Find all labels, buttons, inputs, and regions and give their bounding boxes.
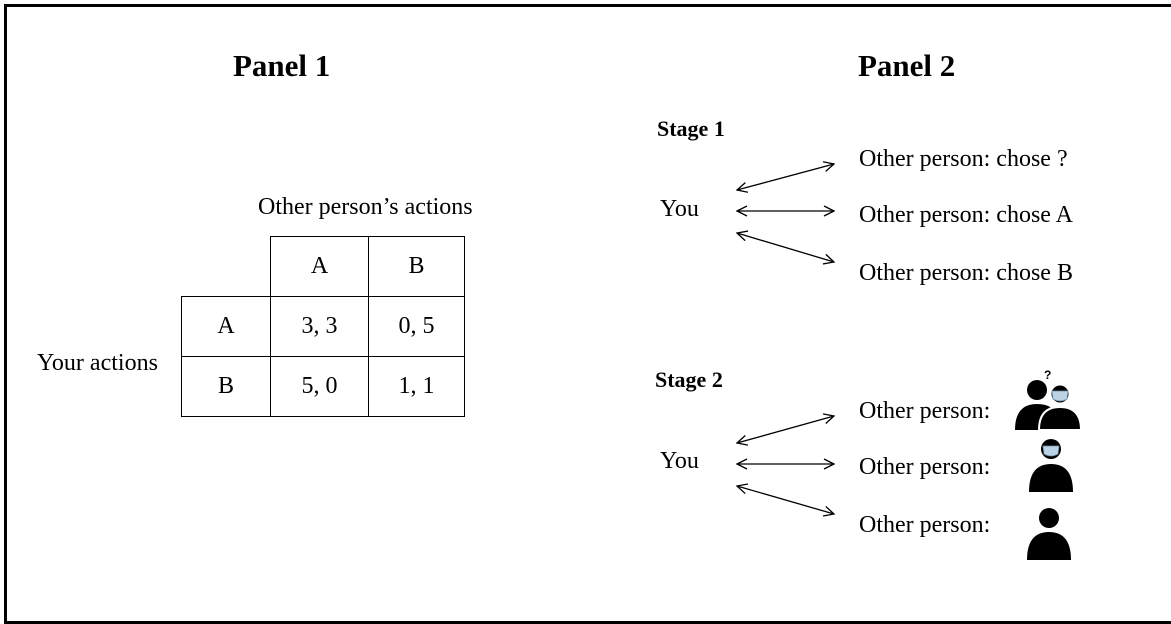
stage2-title: Stage 2 [655,367,723,392]
stage1-you: You [660,196,699,222]
unknown-pair-icon: ? [1015,368,1083,431]
masked-person-icon [1029,439,1073,492]
cell-ba: 5, 0 [270,356,369,417]
col-header: Other person’s actions [258,194,473,220]
stage1-arrow-unknown [737,164,834,190]
panel1-title: Panel 1 [233,48,331,83]
stage2-arrow-plain [737,486,834,514]
unknown-mark: ? [1044,368,1051,382]
stage1-target-b: Other person: chose B [859,260,1073,286]
stage1-target-unknown: Other person: chose ? [859,146,1068,172]
row-header: Your actions [37,350,158,376]
stage1-title: Stage 1 [657,116,725,141]
cell-bb: 1, 1 [368,356,465,417]
stage2-target-masked: Other person: [859,454,991,480]
stage2-target-unknown: Other person: [859,398,991,424]
stage2-arrow-unknown [737,416,834,443]
stage1-target-a: Other person: chose A [859,202,1073,228]
panel2-title: Panel 2 [858,48,956,83]
stage1-arrow-b [737,233,834,262]
stage2-you: You [660,448,699,474]
arrows-layer: ? [0,0,1083,560]
person-icon [1027,508,1071,560]
stage2-target-plain: Other person: [859,512,991,538]
